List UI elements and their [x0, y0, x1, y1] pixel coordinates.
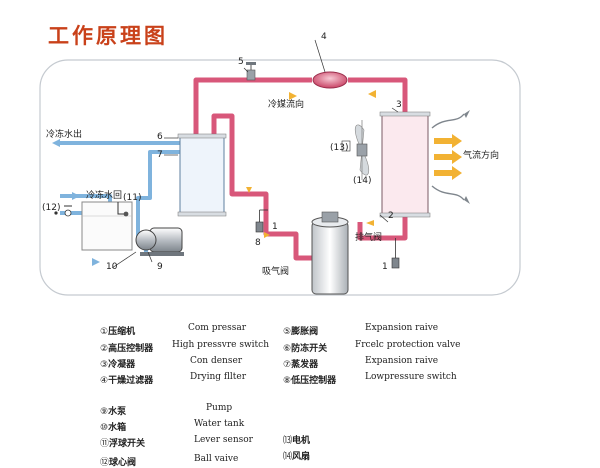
legend-chinese: 蒸发器 [291, 360, 319, 370]
expansion-valve [246, 62, 256, 81]
legend-english: Frcelc protection valve [355, 340, 461, 350]
legend-english: Ball vaive [194, 454, 239, 464]
legend-chinese: 浮球开关 [109, 439, 146, 449]
high-pressure-switch [391, 238, 400, 269]
legend-number: ⑥ [283, 344, 292, 354]
legend-item: ⑪浮球开关 [100, 436, 145, 449]
marker-12: (12) [42, 203, 61, 213]
legend-number: ① [100, 327, 109, 337]
legend-number: ⑪ [100, 439, 110, 449]
label-chilled-water-return: 冷冻水回 [86, 191, 123, 201]
compressor [311, 211, 349, 295]
legend-number: ⑩ [100, 423, 109, 433]
marker-13: (13) [330, 143, 349, 153]
legend-english: Water tank [194, 419, 245, 429]
condenser [379, 111, 431, 218]
legend-item: ⑥防冻开关 [283, 341, 327, 354]
legend-item: ④干燥过滤器 [100, 373, 153, 386]
legend-number: ⑧ [283, 376, 292, 386]
legend-number: ② [100, 344, 109, 354]
marker-14: (14) [353, 176, 372, 186]
legend-chinese: 防冻开关 [291, 344, 328, 354]
legend-item: ①压缩机 [100, 324, 135, 337]
legend-chinese: 压缩机 [108, 327, 136, 337]
legend-chinese: 水箱 [108, 423, 127, 433]
motor-box [341, 140, 351, 152]
legend-item: ③冷凝器 [100, 357, 135, 370]
label-suction-valve: 吸气阀 [262, 267, 290, 277]
legend-chinese: 风扇 [292, 452, 311, 462]
evaporator [177, 133, 227, 217]
label-chilled-water-out: 冷冻水出 [46, 130, 83, 140]
legend-number: ③ [100, 360, 109, 370]
fan [354, 120, 370, 180]
legend-english: Drying fllter [190, 372, 247, 382]
marker-1b: 1 [382, 262, 388, 272]
legend-number: ⑦ [283, 360, 292, 370]
legend-chinese: 水泵 [108, 407, 127, 417]
drying-filter [312, 71, 348, 89]
legend-number: ④ [100, 376, 109, 386]
marker-8: 8 [255, 238, 261, 248]
marker-4: 4 [321, 32, 327, 42]
legend-item: ⑫球心阀 [100, 455, 136, 468]
legend-item: ⑧低压控制器 [283, 373, 336, 386]
legend-item: ②高压控制器 [100, 341, 153, 354]
legend-item: ⑦蒸发器 [283, 357, 318, 370]
ball-valve [64, 205, 72, 217]
legend-number: ⒁ [283, 452, 293, 462]
legend-chinese: 球心阀 [109, 458, 137, 468]
frame-border [39, 59, 521, 296]
diagram-title: 工作原理图 [48, 23, 168, 48]
legend-item: ⑨水泵 [100, 404, 126, 417]
legend-english: Lowpressure switch [365, 372, 457, 382]
legend-english: Pump [206, 403, 233, 413]
legend-number: ⑫ [100, 458, 110, 468]
water-tank [81, 201, 133, 251]
legend-item: ⑩水箱 [100, 420, 126, 433]
legend-chinese: 低压控制器 [291, 376, 337, 386]
legend-english: Expansion raive [365, 323, 439, 333]
water-arrows [52, 139, 100, 266]
legend-chinese: 高压控制器 [108, 344, 154, 354]
legend-item: ⑤膨胀阀 [283, 324, 318, 337]
legend-english: Com pressar [188, 323, 246, 333]
legend-number: ⒀ [283, 436, 293, 446]
marker-2: 2 [388, 211, 394, 221]
legend-chinese: 冷凝器 [108, 360, 136, 370]
legend-chinese: 干燥过滤器 [108, 376, 154, 386]
marker-3: 3 [396, 100, 402, 110]
legend-item: ⒁风扇 [283, 449, 310, 462]
marker-1: 1 [272, 222, 278, 232]
flow-arrows [246, 90, 376, 238]
marker-6: 6 [157, 132, 163, 142]
leader-lines [111, 39, 399, 269]
label-refrigerant-flow: 冷媒流向 [268, 100, 305, 110]
legend-english: Lever sensor [194, 435, 253, 445]
pump [135, 227, 184, 256]
marker-11: (11) [123, 193, 142, 203]
low-pressure-switch [255, 209, 268, 233]
airflow-curves [431, 113, 465, 201]
legend-number: ⑤ [283, 327, 292, 337]
label-airflow-direction: 气流方向 [463, 151, 500, 161]
refrigerant-pipes [193, 77, 408, 261]
legend-chinese: 膨胀阀 [291, 327, 319, 337]
legend-english: Expansion raive [365, 356, 439, 366]
marker-10: 10 [106, 262, 118, 272]
legend-english: High pressvre switch [172, 340, 270, 350]
marker-9: 9 [157, 262, 163, 272]
label-exhaust-valve: 排气阀 [355, 233, 383, 243]
legend-english: Con denser [190, 356, 243, 366]
marker-7: 7 [157, 150, 163, 160]
legend-number: ⑨ [100, 407, 109, 417]
legend-item: ⒀电机 [283, 433, 310, 446]
airflow-arrows [434, 134, 462, 180]
marker-5: 5 [238, 57, 244, 67]
legend-chinese: 电机 [292, 436, 311, 446]
